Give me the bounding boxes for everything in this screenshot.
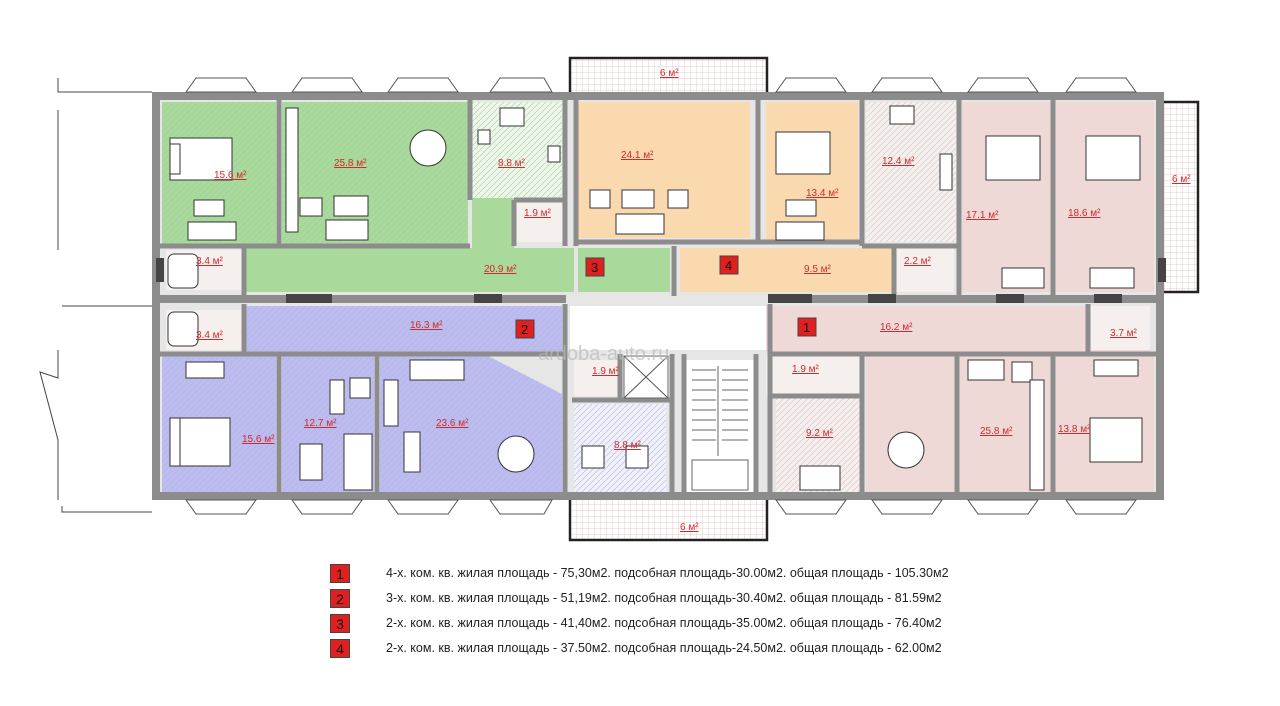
apartment-marker-2 bbox=[515, 319, 535, 339]
legend-number: 4 bbox=[330, 639, 350, 658]
apartment-marker-2-label: 2 bbox=[521, 322, 528, 337]
balcony-bottom bbox=[568, 496, 769, 542]
balconies bbox=[568, 56, 1200, 542]
apartment-marker-3 bbox=[585, 257, 605, 277]
room-area: 23.6 м² bbox=[436, 418, 469, 429]
room-area: 1.9 м² bbox=[524, 208, 552, 219]
furniture bbox=[167, 105, 1143, 491]
apartment-marker-1 bbox=[797, 317, 817, 337]
area-labels: 15.6 м² 25.8 м² 8.8 м² 24.1 м² 13.4 м² 1… bbox=[196, 68, 1191, 533]
room-area: 16.3 м² bbox=[410, 320, 443, 331]
legend-row: 3 2-х. ком. кв. жилая площадь - 41,40м2.… bbox=[330, 612, 1090, 637]
legend-number: 1 bbox=[330, 564, 350, 583]
legend-number: 3 bbox=[330, 614, 350, 633]
inner-walls bbox=[160, 100, 1160, 496]
windows bbox=[185, 77, 1137, 515]
legend-text: 2-х. ком. кв. жилая площадь - 41,40м2. п… bbox=[386, 616, 942, 630]
room-area: 1.9 м² bbox=[792, 364, 820, 375]
room-area: 2.2 м² bbox=[904, 256, 932, 267]
wall-markers bbox=[156, 258, 1166, 303]
room-area: 24.1 м² bbox=[621, 150, 654, 161]
legend-row: 1 4-х. ком. кв. жилая площадь - 75,30м2.… bbox=[330, 562, 1090, 587]
apartment-markers: 3 4 2 1 bbox=[515, 255, 817, 339]
watermark: ardoba-auto.ru bbox=[538, 343, 669, 365]
legend: 1 4-х. ком. кв. жилая площадь - 75,30м2.… bbox=[330, 562, 1090, 662]
floor-plan: ardoba-auto.ru 15.6 м² 25.8 м² 8.8 м² 24… bbox=[39, 56, 1200, 542]
room-area: 18.6 м² bbox=[1068, 208, 1101, 219]
apartment-marker-3-label: 3 bbox=[591, 260, 598, 275]
room-area: 25.8 м² bbox=[980, 426, 1013, 437]
room-area: 8.8 м² bbox=[498, 158, 526, 169]
legend-number: 2 bbox=[330, 589, 350, 608]
staircase bbox=[623, 355, 749, 491]
balcony-area: 6 м² bbox=[660, 68, 679, 79]
room-area: 15.6 м² bbox=[242, 434, 275, 445]
room-area: 8.8 м² bbox=[614, 440, 642, 451]
room-area: 9.5 м² bbox=[804, 264, 832, 275]
room-area: 16.2 м² bbox=[880, 322, 913, 333]
legend-text: 3-х. ком. кв. жилая площадь - 51,19м2. п… bbox=[386, 591, 942, 605]
room-area: 15.6 м² bbox=[214, 170, 247, 181]
apartment-marker-4 bbox=[719, 255, 739, 275]
room-area: 3.4 м² bbox=[196, 256, 224, 267]
balcony-area: 6 м² bbox=[1172, 174, 1191, 185]
room-area: 20.9 м² bbox=[484, 264, 517, 275]
left-annex bbox=[39, 78, 152, 513]
room-area: 25.8 м² bbox=[334, 158, 367, 169]
legend-text: 4-х. ком. кв. жилая площадь - 75,30м2. п… bbox=[386, 566, 949, 580]
apartment-marker-1-label: 1 bbox=[803, 320, 810, 335]
room-area: 3.7 м² bbox=[1110, 328, 1138, 339]
room-area: 12.7 м² bbox=[304, 418, 337, 429]
room-area: 13.8 м² bbox=[1058, 424, 1091, 435]
apartment-marker-4-label: 4 bbox=[725, 258, 732, 273]
room-area: 9.2 м² bbox=[806, 428, 834, 439]
room-area: 3.4 м² bbox=[196, 330, 224, 341]
balcony-area: 6 м² bbox=[680, 522, 699, 533]
room-area: 12.4 м² bbox=[882, 156, 915, 167]
room-area: 1.9 м² bbox=[592, 366, 620, 377]
room-area: 17.1 м² bbox=[966, 210, 999, 221]
legend-row: 2 3-х. ком. кв. жилая площадь - 51,19м2.… bbox=[330, 587, 1090, 612]
legend-row: 4 2-х. ком. кв. жилая площадь - 37.50м2.… bbox=[330, 637, 1090, 662]
room-area: 13.4 м² bbox=[806, 188, 839, 199]
balcony-right bbox=[1160, 100, 1200, 294]
legend-text: 2-х. ком. кв. жилая площадь - 37.50м2. п… bbox=[386, 641, 942, 655]
